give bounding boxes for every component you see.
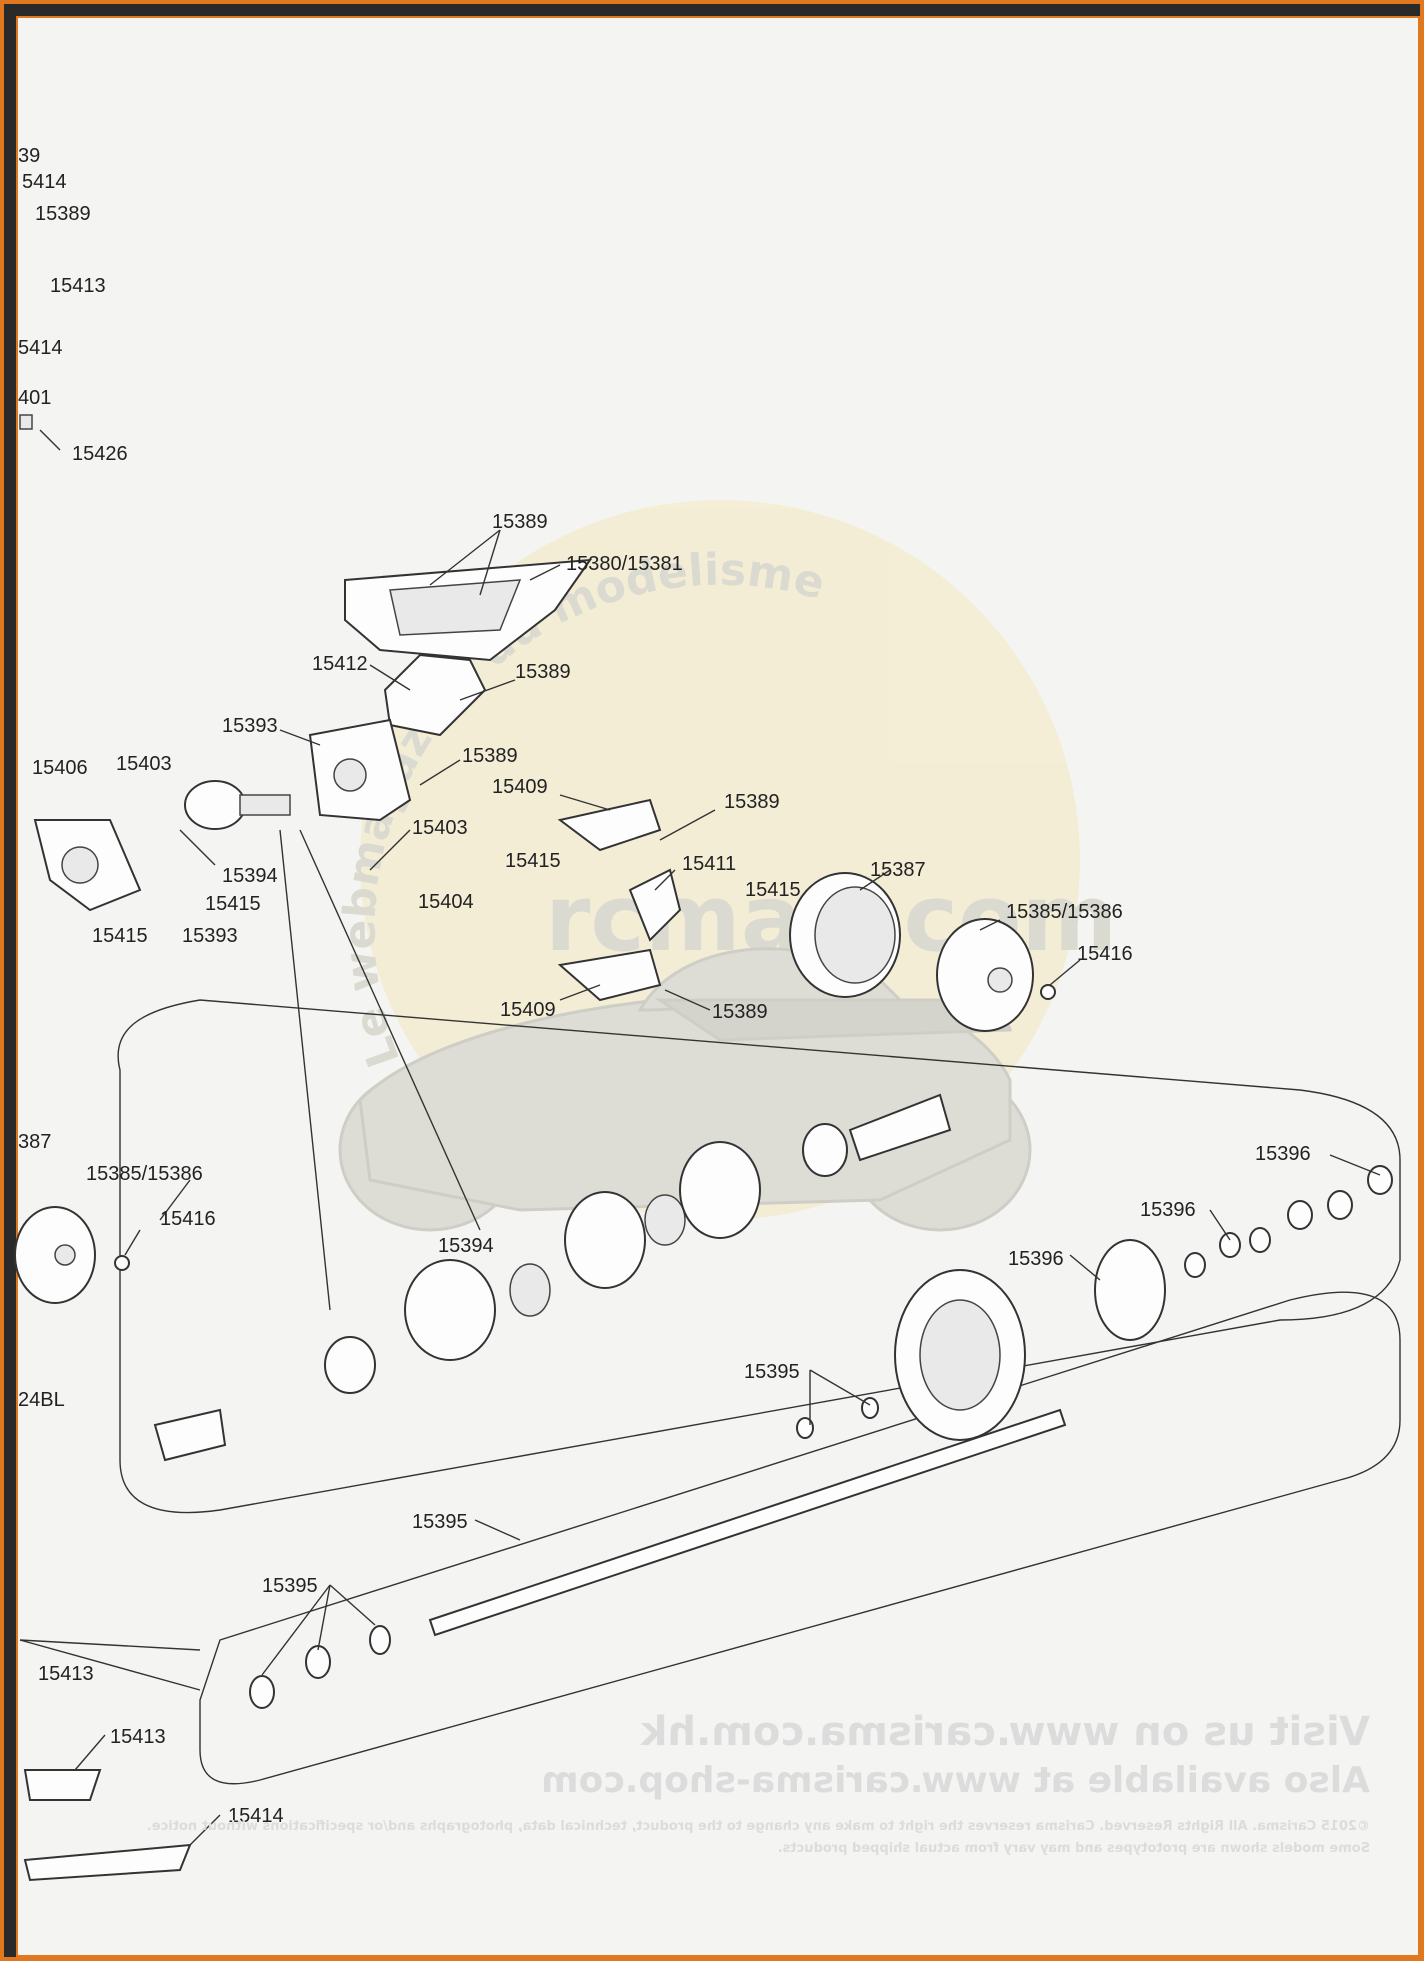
- part-label: 15415: [205, 893, 261, 915]
- left-steering-knuckle: [33, 819, 142, 912]
- part-label: 15389: [515, 661, 571, 683]
- hub-carrier: [628, 868, 682, 942]
- part-label: 15415: [505, 850, 561, 872]
- ghost-line-4: Some models shown are prototypes and may…: [778, 1841, 1370, 1856]
- part-label: 401: [18, 387, 51, 409]
- part-label: 15413: [38, 1663, 94, 1685]
- part-label: 15389: [35, 203, 91, 225]
- part-label: 15395: [262, 1575, 318, 1597]
- part-label: 15380/15381: [566, 553, 683, 575]
- part-label: 5414: [18, 337, 63, 359]
- slipper-washers: [1184, 1165, 1393, 1278]
- part-label: 15394: [222, 865, 278, 887]
- part-label: 15395: [744, 1361, 800, 1383]
- bushing: [19, 414, 33, 430]
- part-label: 15387: [870, 859, 926, 881]
- front-bumper-plate: [344, 558, 593, 662]
- part-label: 15403: [412, 817, 468, 839]
- leader-lines: [39, 429, 1381, 1846]
- part-label: 15396: [1008, 1248, 1064, 1270]
- slipper-plate: [1094, 1239, 1166, 1341]
- part-label: 15416: [1077, 943, 1133, 965]
- shaft-washers: [249, 1397, 879, 1709]
- part-label: 15385/15386: [1006, 901, 1123, 923]
- part-label: 15395: [412, 1511, 468, 1533]
- part-label: 15396: [1255, 1143, 1311, 1165]
- ghost-line-2: Also available at www.carisma-shop.com: [541, 1760, 1370, 1801]
- part-label: 15389: [462, 745, 518, 767]
- spur-gear: [894, 1269, 1026, 1441]
- shaft-callout-bubble: [19, 1291, 1401, 1785]
- ghost-line-1: Visit us on www.carisma.com.hk: [640, 1709, 1370, 1755]
- part-label: 15415: [92, 925, 148, 947]
- part-label: 15413: [50, 275, 106, 297]
- leader-diff-right: [299, 829, 481, 1231]
- leader-diff-left: [279, 829, 331, 1311]
- part-label: 15406: [32, 757, 88, 779]
- upper-arm: [557, 798, 662, 852]
- diff-callout-bubble: [117, 999, 1401, 1514]
- top-shaft: [428, 1408, 1067, 1637]
- part-label: 15385/15386: [86, 1163, 203, 1185]
- lower-arm: [557, 948, 662, 1002]
- front-diff-assembly: [184, 780, 291, 830]
- part-label: 5414: [22, 171, 67, 193]
- part-label: 39: [18, 145, 40, 167]
- part-label: 15396: [1140, 1199, 1196, 1221]
- part-label: 15403: [116, 753, 172, 775]
- left-wheel-nut: [114, 1255, 130, 1271]
- part-label: 15416: [160, 1208, 216, 1230]
- wheel-nut: [1040, 984, 1056, 1000]
- part-label: 387: [18, 1131, 51, 1153]
- left-wheel-rim: [14, 1206, 96, 1304]
- part-label: 15389: [712, 1001, 768, 1023]
- part-label: 15409: [500, 999, 556, 1021]
- part-label: 24BL: [18, 1389, 65, 1411]
- part-label: 15389: [724, 791, 780, 813]
- part-label: 15393: [182, 925, 238, 947]
- part-label: 15409: [492, 776, 548, 798]
- part-labels: 39 5414 15389 15413 5414 401 15426 15389…: [18, 145, 1311, 1827]
- wheel-tire: [789, 872, 901, 998]
- part-label: 15394: [438, 1235, 494, 1257]
- wheel-rim: [936, 918, 1034, 1032]
- part-label: 15426: [72, 443, 128, 465]
- gearbox-housing: [308, 718, 412, 822]
- bleed-through-text: Visit us on www.carisma.com.hk Also avai…: [147, 1709, 1370, 1856]
- part-label: 15389: [492, 511, 548, 533]
- part-label: 15412: [312, 653, 368, 675]
- part-label: 15393: [222, 715, 278, 737]
- part-label: 15413: [110, 1726, 166, 1748]
- part-label: 15414: [228, 1805, 284, 1827]
- diff-parts: [153, 1093, 952, 1462]
- part-label: 15411: [682, 853, 736, 875]
- part-label: 15404: [418, 891, 474, 913]
- part-label: 15415: [745, 879, 801, 901]
- ghost-line-3: ©2015 Carisma. All Rights Reserved. Cari…: [147, 1819, 1370, 1834]
